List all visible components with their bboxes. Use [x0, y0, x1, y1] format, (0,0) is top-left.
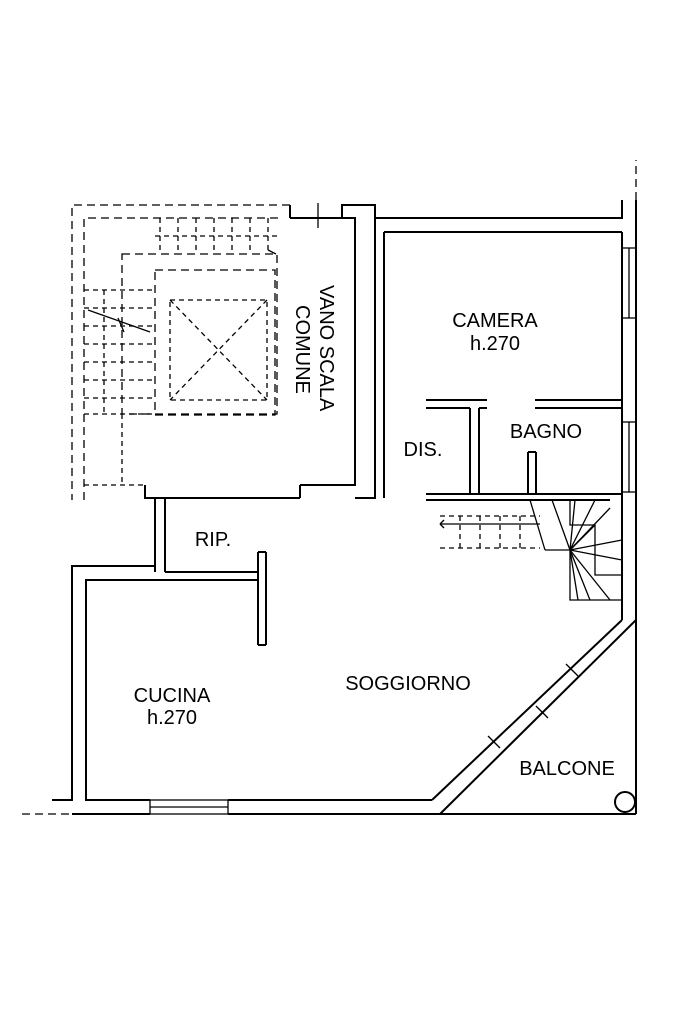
room-label-soggiorno: SOGGIORNO [345, 673, 471, 695]
room-label-bagno: BAGNO [510, 421, 582, 443]
internal-stair [439, 499, 623, 601]
room-label-cucina: CUCINA [134, 685, 211, 707]
stair-treads-left [84, 289, 155, 415]
stair-treads-top [155, 218, 278, 255]
room-height-cucina: h.270 [147, 707, 197, 729]
vano-scala-line2: COMUNE [291, 305, 313, 394]
room-label-dis: DIS. [404, 439, 443, 461]
room-label-rip: RIP. [195, 529, 231, 551]
room-label-vano-scala: VANO SCALA [315, 285, 337, 412]
room-label-comune: COMUNE [291, 305, 313, 394]
room-label-balcone: BALCONE [519, 758, 615, 780]
walls [52, 200, 637, 815]
room-height-camera: h.270 [470, 333, 520, 355]
vano-scala-line1: VANO SCALA [315, 285, 337, 412]
common-stair-well [71, 204, 290, 500]
room-label-camera: CAMERA [452, 310, 538, 332]
